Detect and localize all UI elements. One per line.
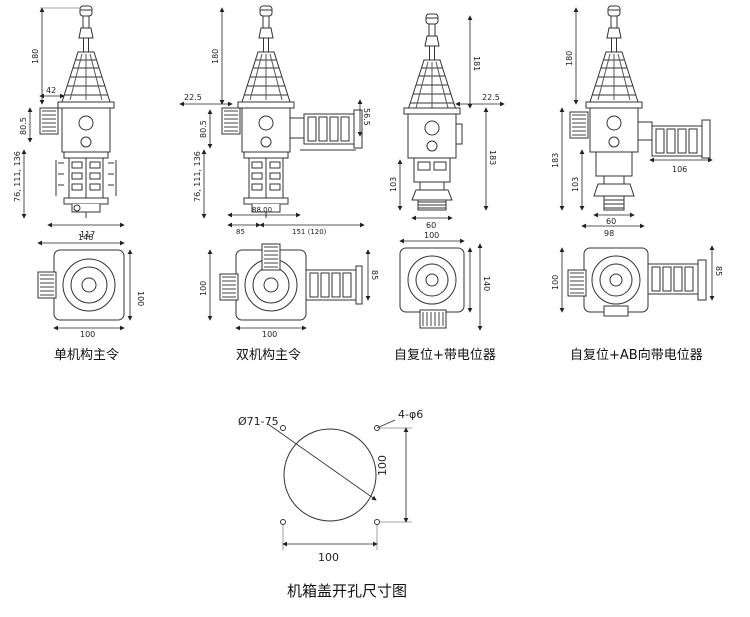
- ab-plan-85: 85: [714, 266, 723, 276]
- double-plan-100-w: 100: [262, 330, 277, 339]
- ab-dim-98: 98: [604, 229, 614, 238]
- pot-plan-140: 140: [482, 276, 491, 291]
- pot-dimensions: [397, 15, 505, 221]
- caption-double-mechanism: 双机构主令: [236, 348, 302, 363]
- single-plan-100-w: 100: [80, 330, 95, 339]
- pot-dim-181: 181: [472, 56, 481, 71]
- pot-plan: [399, 247, 465, 329]
- pot-dim-103: 103: [389, 177, 398, 192]
- single-plan-146: 146: [78, 233, 93, 242]
- ab-plan-dimensions: [559, 245, 715, 313]
- double-mechanism-elevation: [221, 5, 363, 218]
- single-dim-180: 180: [31, 49, 40, 64]
- double-mechanism-dimensions: [179, 7, 365, 228]
- panel-cutout: [267, 419, 396, 525]
- cutout-holes-dim: 4-φ6: [398, 408, 423, 421]
- double-plan-100-h: 100: [199, 281, 208, 296]
- caption-self-reset-pot: 自复位+带电位器: [394, 348, 496, 363]
- single-dim-42: 42: [46, 86, 56, 95]
- double-dim-56-5: 56.5: [362, 108, 371, 126]
- cutout-width-dim: 100: [318, 551, 339, 564]
- single-mechanism-elevation: [39, 5, 117, 218]
- double-dim-85: 85: [236, 228, 245, 236]
- ab-dim-180: 180: [565, 51, 574, 66]
- pot-plan-dimensions: [399, 238, 483, 331]
- ab-pot-elevation: [569, 5, 711, 211]
- double-plan-dimensions: [207, 249, 371, 331]
- double-mechanism-plan: [219, 243, 363, 321]
- ab-dim-60: 60: [606, 217, 616, 226]
- single-plan-100-h: 100: [136, 291, 145, 306]
- pot-dim-60: 60: [426, 221, 436, 230]
- pot-dim-22-5: 22.5: [482, 93, 500, 102]
- caption-self-reset-ab-pot: 自复位+AB向带电位器: [570, 348, 703, 363]
- cutout-height-dim: 100: [376, 455, 389, 476]
- ab-dim-103: 103: [571, 177, 580, 192]
- single-mechanism-plan: [37, 249, 125, 321]
- double-plan-85: 85: [370, 270, 379, 280]
- single-dim-76-111-136: 76, 111, 136: [13, 151, 22, 202]
- cutout-circle-dim: Ø71-75: [238, 415, 279, 428]
- panel-cutout-dimensions: [282, 427, 412, 550]
- double-dim-80-5: 80.5: [199, 120, 208, 138]
- single-plan-dimensions: [37, 240, 133, 331]
- ab-dim-183: 183: [551, 153, 560, 168]
- caption-panel-cutout: 机箱盖开孔尺寸图: [287, 582, 408, 600]
- pot-dim-183: 183: [488, 150, 497, 165]
- double-dim-76-111-136: 76, 111, 136: [193, 151, 202, 202]
- single-dim-80-5: 80.5: [19, 117, 28, 135]
- ab-pot-dimensions: [559, 7, 713, 229]
- double-dim-88: 88.00: [252, 206, 272, 214]
- single-dim-117: 117: [80, 230, 95, 239]
- caption-single-mechanism: 单机构主令: [54, 348, 120, 363]
- single-mechanism-dimensions: [21, 7, 125, 228]
- pot-elevation: [403, 13, 463, 211]
- ab-dim-106: 106: [672, 165, 687, 174]
- double-dim-151: 151 (120): [292, 228, 327, 236]
- double-dim-22-5: 22.5: [184, 93, 202, 102]
- ab-plan-100: 100: [551, 275, 560, 290]
- ab-pot-plan: [567, 247, 707, 317]
- pot-plan-100: 100: [424, 231, 439, 240]
- double-dim-180: 180: [211, 49, 220, 64]
